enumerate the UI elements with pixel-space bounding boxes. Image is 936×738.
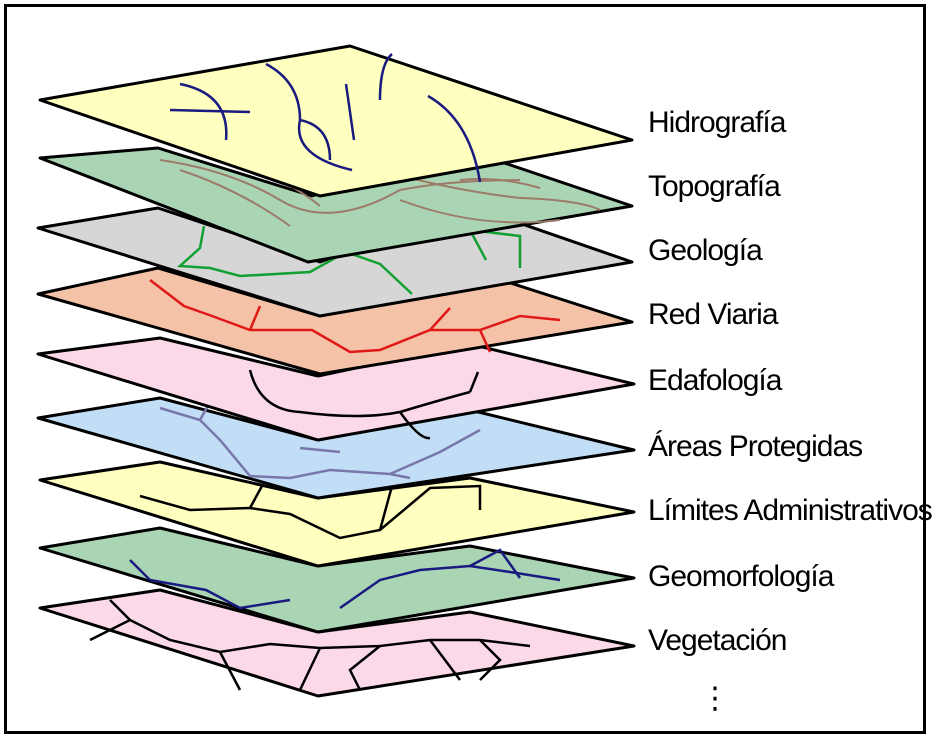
layer-label: Geomorfología xyxy=(648,560,835,593)
continuation-mark: ⋮ xyxy=(700,682,729,715)
layer-label: Geología xyxy=(648,234,763,267)
layer-label: Topografía xyxy=(648,170,781,203)
layer-label: Hidrografía xyxy=(648,106,787,139)
layer-label: Límites Administrativos xyxy=(648,494,932,527)
layer-label: Red Viaria xyxy=(648,298,779,331)
layer-label: Áreas Protegidas xyxy=(648,430,862,463)
layer-label: Vegetación xyxy=(648,624,786,657)
layer-label: Edafología xyxy=(648,364,783,397)
